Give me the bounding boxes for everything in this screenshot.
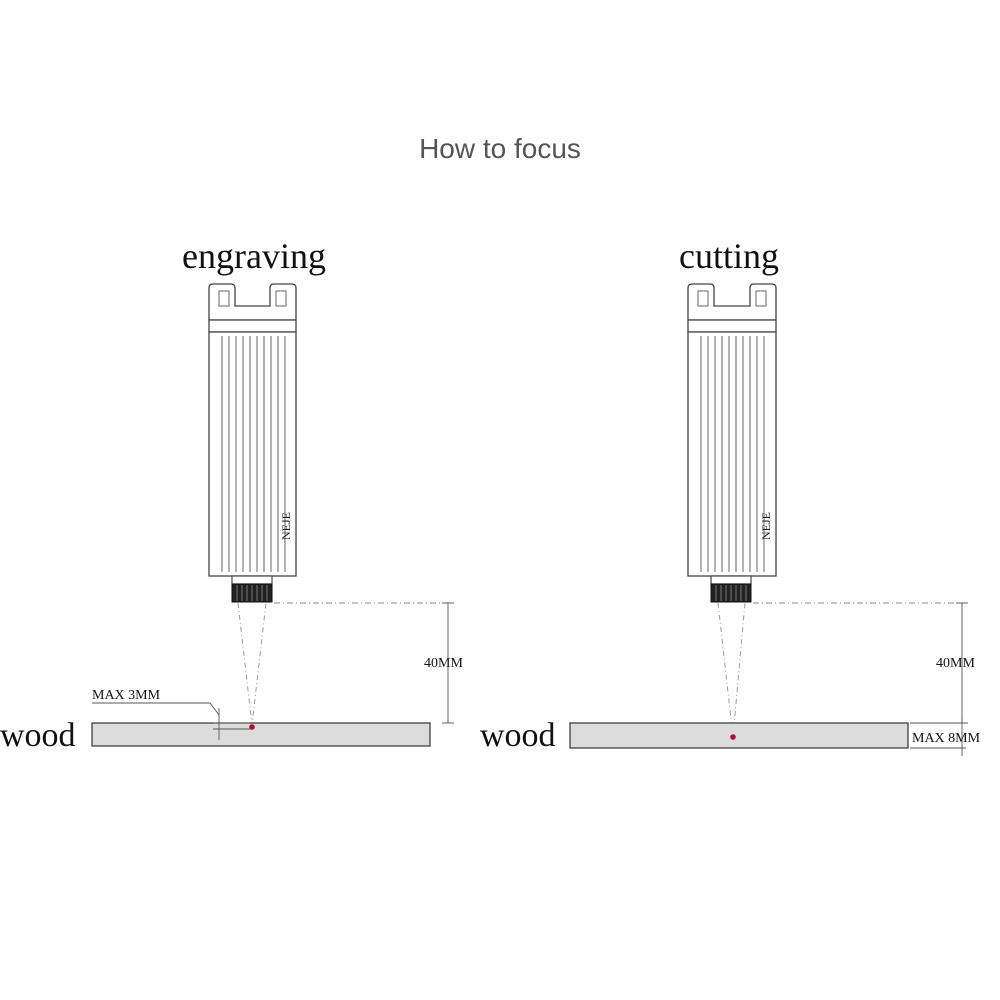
engraving-distance-label: 40MM (424, 656, 463, 671)
page-title: How to focus (419, 133, 581, 164)
engraving-focus-point (249, 724, 255, 730)
cutting-distance-label: 40MM (936, 656, 975, 671)
engraving-panel: engraving NEJE (0, 236, 463, 754)
cutting-beam (717, 602, 746, 738)
cutting-brand: NEJE (759, 512, 773, 540)
engraving-lens-knurl (236, 585, 268, 601)
engraving-tolerance-leader (92, 702, 220, 716)
engraving-tab-slot-right (275, 290, 287, 307)
cutting-panel: cutting NEJE (480, 236, 981, 756)
cutting-tab-slot-left (697, 290, 709, 307)
engraving-top-band (208, 319, 297, 333)
cutting-lens-knurl (715, 585, 747, 601)
cutting-cooling-fins (700, 336, 765, 572)
engraving-tab-slot-left (218, 290, 230, 307)
engraving-lens-collar (231, 575, 273, 585)
engraving-tolerance-label: MAX 3MM (92, 688, 161, 703)
cutting-laser-module: NEJE (687, 283, 777, 603)
cutting-lens-collar (710, 575, 752, 585)
cutting-tolerance-label: MAX 8MM (912, 731, 981, 746)
engraving-body (208, 331, 297, 577)
engraving-mount-tabs (208, 283, 297, 321)
cutting-mount-tabs (687, 283, 777, 321)
engraving-laser-module: NEJE (208, 283, 297, 603)
cutting-body (687, 331, 777, 577)
engraving-brand: NEJE (279, 512, 293, 540)
cutting-top-band (687, 319, 777, 333)
cutting-label: cutting (679, 236, 779, 276)
cutting-tab-slot-right (755, 290, 767, 307)
cutting-material-label: wood (480, 717, 556, 754)
engraving-material-label: wood (0, 717, 76, 754)
engraving-beam (237, 602, 267, 726)
cutting-focus-point (730, 734, 736, 740)
engraving-label: engraving (182, 236, 326, 276)
engraving-cooling-fins (221, 336, 286, 572)
cutting-board (569, 722, 909, 749)
engraving-board (91, 722, 431, 747)
